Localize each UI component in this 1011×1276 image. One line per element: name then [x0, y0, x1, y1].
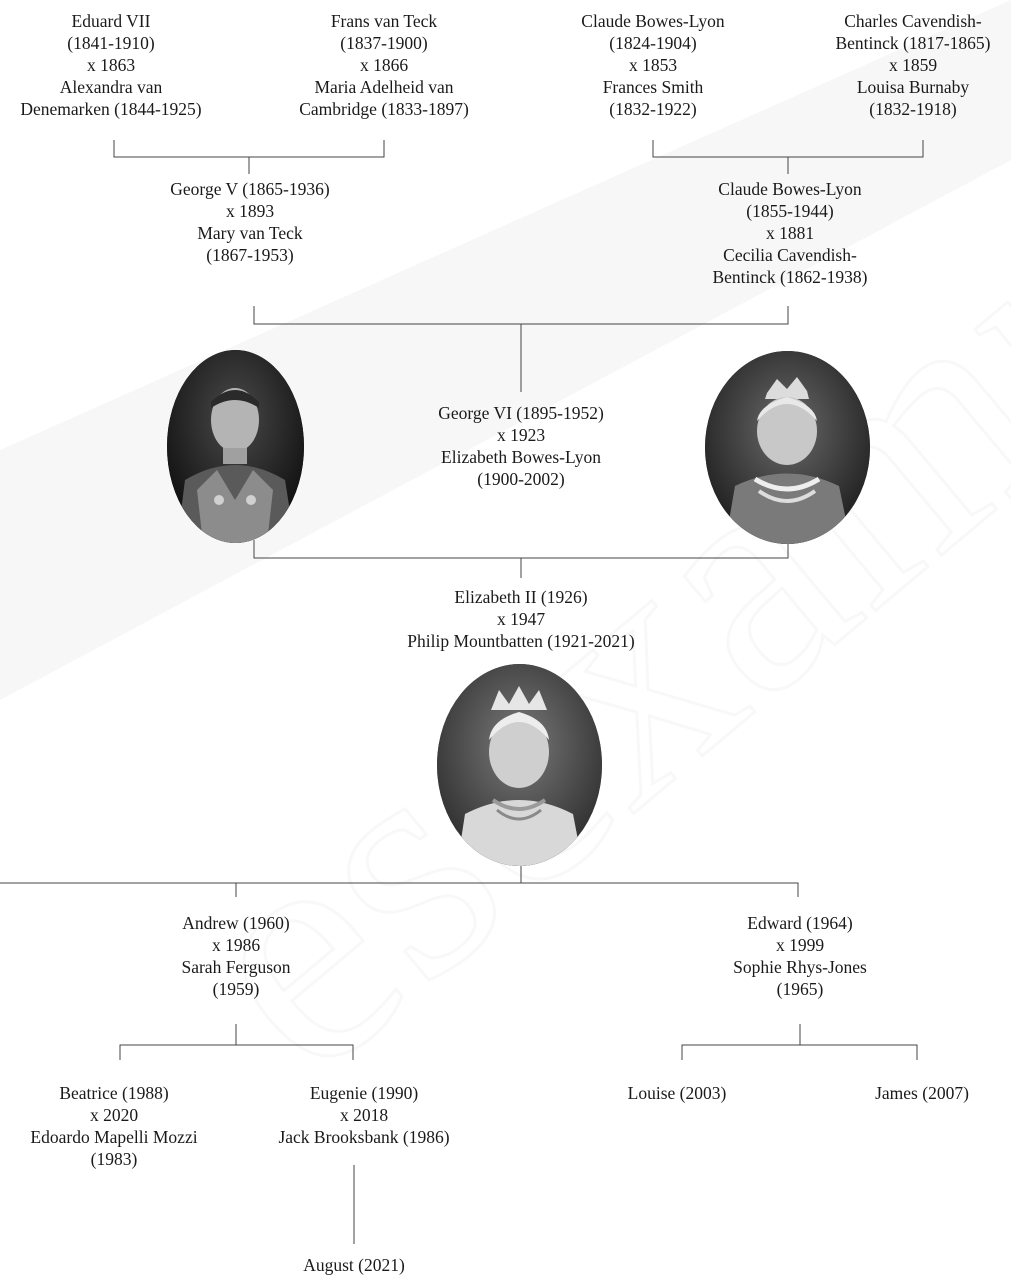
marriage-year: x 1853 — [628, 55, 678, 75]
marriage-year: x 1986 — [211, 935, 261, 955]
person-andrew: Andrew (1960) x 1986 Sarah Ferguson (195… — [148, 912, 324, 1000]
spouse-name: Mary van Teck — [197, 223, 303, 243]
marriage-year: x 1881 — [765, 223, 815, 243]
person-dates: (1837-1900) — [340, 33, 428, 53]
marriage-year: x 1923 — [496, 425, 546, 445]
person-august: August (2021) — [284, 1254, 424, 1276]
spouse-dates: (1900-2002) — [477, 469, 565, 489]
person-name: August (2021) — [303, 1255, 405, 1275]
person-name: Louise (2003) — [627, 1083, 727, 1103]
person-name: Charles Cavendish- — [844, 11, 982, 31]
person-claude-bowes-lyon-sr: Claude Bowes-Lyon (1824-1904) x 1853 Fra… — [558, 10, 748, 120]
marriage-year: x 2020 — [89, 1105, 139, 1125]
elizabeth-ii-portrait — [437, 664, 602, 866]
person-name: Eugenie (1990) — [309, 1083, 419, 1103]
person-beatrice: Beatrice (1988) x 2020 Edoardo Mapelli M… — [0, 1082, 228, 1170]
spouse-dates: Bentinck (1862-1938) — [712, 267, 868, 287]
marriage-year: x 1947 — [496, 609, 546, 629]
person-elizabeth-ii: Elizabeth II (1926) x 1947 Philip Mountb… — [360, 586, 682, 652]
george-vi-portrait-image — [167, 350, 304, 543]
spouse-name: Alexandra van — [59, 77, 163, 97]
spouse-dates: Denemarken (1844-1925) — [20, 99, 202, 119]
spouse-dates: (1867-1953) — [206, 245, 294, 265]
spouse-name: Jack Brooksbank (1986) — [278, 1127, 450, 1147]
spouse-dates: (1965) — [776, 979, 824, 999]
person-name: Claude Bowes-Lyon — [581, 11, 725, 31]
person-name: George V (1865-1936) — [170, 179, 330, 199]
person-eugenie: Eugenie (1990) x 2018 Jack Brooksbank (1… — [264, 1082, 464, 1148]
person-frans-van-teck: Frans van Teck (1837-1900) x 1866 Maria … — [272, 10, 496, 120]
person-name: Claude Bowes-Lyon — [718, 179, 862, 199]
spouse-name: Louisa Burnaby — [856, 77, 970, 97]
person-edward: Edward (1964) x 1999 Sophie Rhys-Jones (… — [700, 912, 900, 1000]
person-name: Elizabeth II (1926) — [454, 587, 588, 607]
queen-mother-portrait-image — [705, 351, 870, 544]
person-name: Beatrice (1988) — [59, 1083, 169, 1103]
person-james: James (2007) — [852, 1082, 992, 1104]
person-eduard-vii: Eduard VII (1841-1910) x 1863 Alexandra … — [0, 10, 222, 120]
person-george-v: George V (1865-1936) x 1893 Mary van Tec… — [144, 178, 356, 266]
spouse-name: Frances Smith — [602, 77, 704, 97]
person-dates: (1824-1904) — [609, 33, 697, 53]
spouse-dates: (1832-1922) — [609, 99, 697, 119]
spouse-dates: (1832-1918) — [869, 99, 957, 119]
person-dates: (1855-1944) — [746, 201, 834, 221]
person-name: James (2007) — [875, 1083, 969, 1103]
person-name: Frans van Teck — [330, 11, 438, 31]
spouse-name: Philip Mountbatten (1921-2021) — [407, 631, 635, 651]
person-name: George VI (1895-1952) — [438, 403, 604, 423]
spouse-dates: (1959) — [212, 979, 260, 999]
person-charles-cavendish-bentinck: Charles Cavendish- Bentinck (1817-1865) … — [818, 10, 1008, 120]
person-dates: (1841-1910) — [67, 33, 155, 53]
person-george-vi: George VI (1895-1952) x 1923 Elizabeth B… — [412, 402, 630, 490]
queen-mother-portrait — [705, 351, 870, 544]
spouse-name: Sophie Rhys-Jones — [733, 957, 867, 977]
person-louise: Louise (2003) — [602, 1082, 752, 1104]
spouse-dates: Cambridge (1833-1897) — [299, 99, 469, 119]
person-name: Eduard VII — [71, 11, 151, 31]
marriage-year: x 1893 — [225, 201, 275, 221]
spouse-name: Cecilia Cavendish- — [723, 245, 857, 265]
george-vi-portrait — [167, 350, 304, 543]
spouse-name: Maria Adelheid van — [314, 77, 454, 97]
elizabeth-ii-portrait-image — [437, 664, 602, 866]
spouse-name: Edoardo Mapelli Mozzi — [30, 1127, 198, 1147]
person-name: Edward (1964) — [747, 913, 853, 933]
marriage-year: x 1999 — [775, 935, 825, 955]
spouse-name: Sarah Ferguson — [181, 957, 291, 977]
spouse-name: Elizabeth Bowes-Lyon — [441, 447, 601, 467]
person-name: Andrew (1960) — [182, 913, 290, 933]
spouse-dates: (1983) — [90, 1149, 138, 1169]
marriage-year: x 1863 — [86, 55, 136, 75]
marriage-year: x 1866 — [359, 55, 409, 75]
marriage-year: x 2018 — [339, 1105, 389, 1125]
person-claude-bowes-lyon-jr: Claude Bowes-Lyon (1855-1944) x 1881 Cec… — [690, 178, 890, 288]
marriage-year: x 1859 — [888, 55, 938, 75]
person-dates: Bentinck (1817-1865) — [835, 33, 991, 53]
